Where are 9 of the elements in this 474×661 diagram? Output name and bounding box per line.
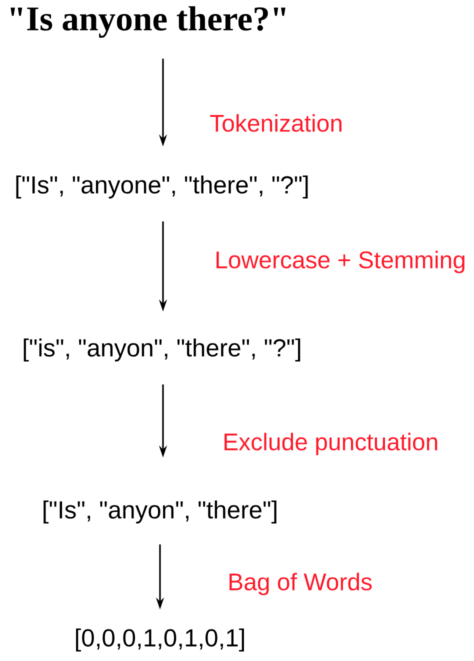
edge-label: Tokenization <box>210 114 342 132</box>
edge-label: Exclude punctuation <box>224 432 438 456</box>
token-list: ["Is", "anyone", "there", "?"] <box>16 176 308 198</box>
edge-label: Lowercase + Stemming <box>216 250 464 274</box>
edge-label: Bag of Words <box>230 572 372 596</box>
title-text: "Is anyone there?" <box>10 6 286 38</box>
token-list: [0,0,0,1,0,1,0,1] <box>76 628 244 652</box>
token-list: ["Is", "anyon", "there"] <box>44 500 276 524</box>
token-list: ["is", "anyon", "there", "?"] <box>24 338 300 362</box>
